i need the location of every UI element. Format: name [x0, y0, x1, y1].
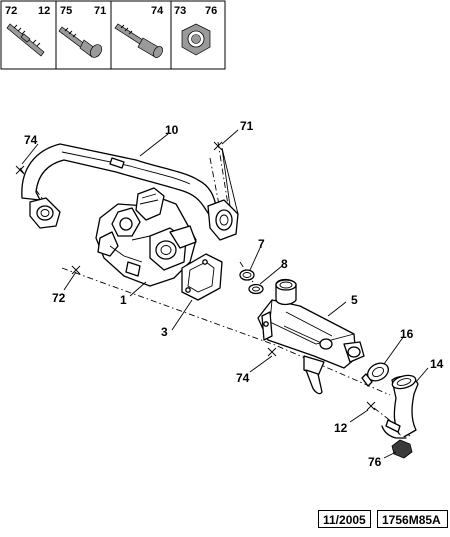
ref-72-label: 72 [5, 5, 17, 17]
fastener-panel-73-76: 73 76 [170, 0, 226, 70]
ref-71-label: 71 [94, 5, 106, 17]
callout-labels: 10 71 74 7 8 72 1 5 3 16 14 74 12 76 [24, 119, 444, 469]
callout-10: 10 [165, 123, 179, 137]
pipe-flange-left [29, 197, 61, 229]
stud-icon [6, 23, 45, 57]
callout-7: 7 [258, 237, 265, 251]
hex-nut-icon [181, 23, 211, 56]
fastener-panel-72-12: 72 12 [0, 0, 57, 70]
ref-12-label: 12 [38, 5, 50, 17]
fastener-markers [15, 141, 376, 411]
fastener-panel-74: 74 [110, 0, 172, 70]
gasket [181, 253, 223, 301]
ref-76-label: 76 [205, 5, 217, 17]
o-ring [239, 269, 255, 281]
callout-76: 76 [368, 455, 382, 469]
callout-74-top: 74 [24, 133, 38, 147]
callout-14: 14 [430, 357, 444, 371]
pipe-flange-right [207, 199, 239, 241]
egr-valve [95, 187, 197, 287]
ref-74-label: 74 [151, 5, 164, 17]
callout-74-bottom: 74 [236, 371, 250, 385]
egr-pipe [21, 143, 239, 241]
fastener-panel-75-71: 75 71 [55, 0, 112, 70]
flange-bolt-icon [58, 26, 103, 58]
callout-12: 12 [334, 421, 348, 435]
nut-icon [391, 439, 413, 459]
callout-72: 72 [52, 291, 66, 305]
footer-date: 11/2005 [318, 510, 371, 528]
socket-cap-screw-icon [114, 23, 163, 58]
egr-cooler [257, 278, 365, 395]
callout-71: 71 [240, 119, 254, 133]
callout-3: 3 [161, 325, 168, 339]
callout-16: 16 [400, 327, 414, 341]
ref-75-label: 75 [60, 5, 72, 17]
retaining-clip [248, 283, 264, 295]
coolant-hose [381, 374, 419, 439]
callout-8: 8 [281, 257, 288, 271]
leader-lines [21, 129, 429, 459]
callout-5: 5 [351, 293, 358, 307]
callout-1: 1 [120, 293, 127, 307]
footer-reference: 1756M85A [377, 510, 448, 528]
hose-clamp [361, 362, 389, 387]
ref-73-label: 73 [174, 5, 186, 17]
